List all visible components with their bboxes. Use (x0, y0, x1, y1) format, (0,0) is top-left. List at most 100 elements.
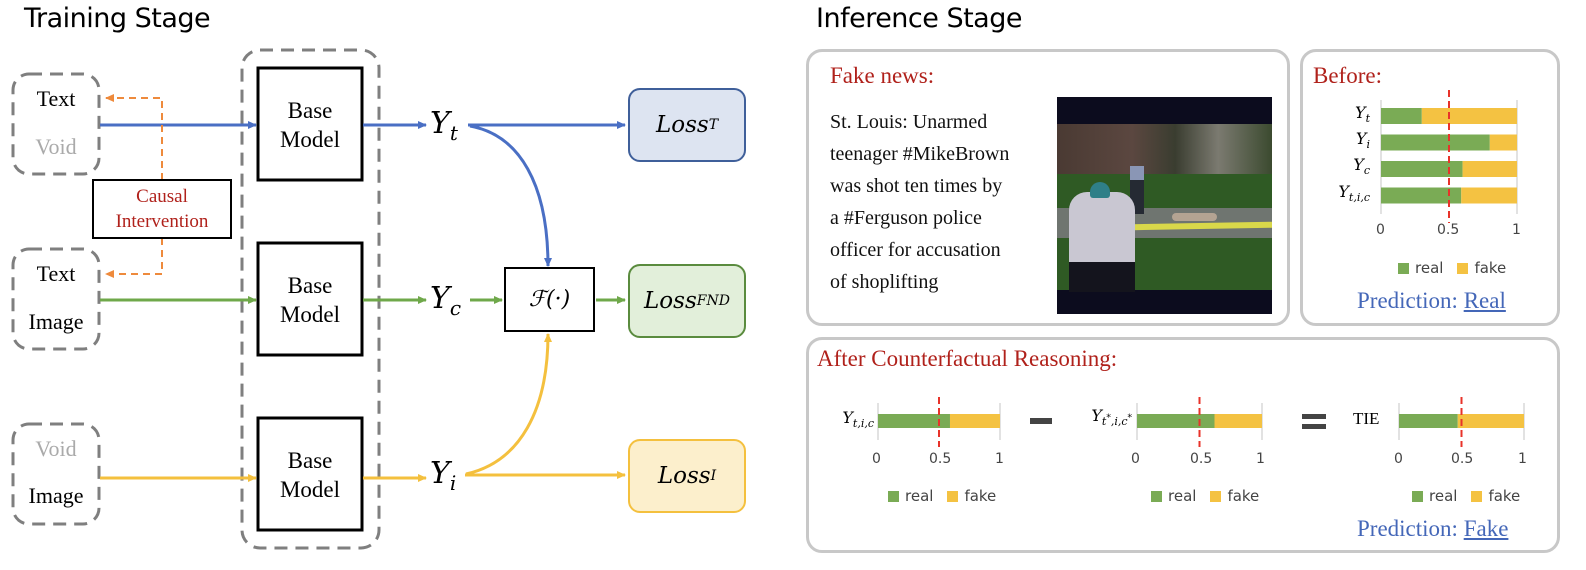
after-prediction-label: Prediction: (1357, 516, 1458, 541)
input-2-bottom-label: Image (28, 309, 84, 334)
after1-legend: real fake (888, 487, 996, 505)
news-line: was shot ten times by (830, 175, 1003, 197)
after-chart-ytic (877, 397, 1001, 447)
yi-to-fusion-curve (465, 333, 552, 476)
bar-fake (1421, 108, 1517, 124)
after1-tick-1: 1 (995, 451, 1004, 467)
legend-fake-label: fake (1474, 259, 1507, 277)
training-stage-title: Training Stage (24, 3, 211, 34)
bar-fake (1489, 134, 1517, 151)
news-line: St. Louis: Unarmed (830, 111, 988, 133)
base-model-box-2 (256, 241, 364, 357)
loss-i-base: Loss (657, 463, 711, 489)
before-ylabel-yc: Yc (1353, 155, 1370, 178)
minus-operator (1030, 418, 1052, 424)
news-photo (1057, 97, 1272, 314)
before-prediction: Prediction: Real (1357, 288, 1506, 314)
base-model-3-line1: Base (287, 448, 333, 473)
loss-t-sub: T (708, 117, 719, 133)
after3-tick-05: 0.5 (1451, 451, 1474, 467)
input-box-text-void (11, 72, 101, 176)
before-legend: real fake (1398, 259, 1506, 277)
bar-real (1381, 134, 1490, 151)
bar-real (1381, 187, 1462, 204)
legend-real-swatch (1398, 262, 1409, 274)
bar-real (878, 414, 950, 428)
yt-to-fusion-curve (469, 124, 552, 267)
after-title: After Counterfactual Reasoning: (817, 346, 1118, 371)
bar-fake (1461, 187, 1517, 204)
input-1-top-label: Text (36, 86, 76, 111)
after3-tick-0: 0 (1394, 451, 1403, 467)
output-yt: Yt (430, 106, 458, 145)
after1-tick-05: 0.5 (929, 451, 952, 467)
loss-t-base: Loss (655, 112, 709, 138)
news-line: a #Ferguson police (830, 207, 982, 229)
legend-real-label: real (1429, 487, 1458, 505)
after-prediction-value[interactable]: Fake (1463, 516, 1509, 541)
legend-real-label: real (1415, 259, 1444, 277)
equals-operator-top (1302, 414, 1326, 419)
loss-fnd-base: Loss (644, 288, 697, 314)
legend-real-swatch (1151, 490, 1162, 502)
training-diagram-lines (11, 48, 626, 550)
output-yt-sub: t (449, 121, 458, 145)
legend-fake-label: fake (1227, 487, 1260, 505)
after-chart-tstar (1136, 397, 1263, 447)
output-yc-symbol: Y (430, 281, 450, 316)
bar-real (1137, 414, 1215, 428)
photo-figure-ground (1172, 213, 1217, 221)
fake-news-title: Fake news: (830, 63, 935, 88)
photo-officer-shirt (1130, 166, 1144, 180)
causal-intervention-line1: Causal (136, 186, 188, 207)
legend-real-swatch (1412, 490, 1423, 502)
after-prediction: Prediction: Fake (1357, 516, 1508, 542)
photo-bystander-cap (1090, 182, 1110, 198)
output-yi-symbol: Y (430, 456, 450, 491)
news-line: of shoplifting (830, 271, 939, 293)
output-yi-sub: i (449, 471, 457, 495)
after1-tick-0: 0 (872, 451, 881, 467)
output-yi: Yi (430, 456, 456, 495)
legend-real-label: real (1168, 487, 1197, 505)
legend-real-label: real (905, 487, 934, 505)
input-box-void-image (11, 422, 101, 526)
after-ylabel-tie: TIE (1353, 409, 1380, 428)
legend-fake-swatch (1471, 490, 1483, 502)
after3-tick-1: 1 (1518, 451, 1527, 467)
fusion-function-label: ℱ(·) (528, 287, 571, 312)
causal-intervention-label: Causal Intervention (93, 184, 231, 234)
photo-buildings (1057, 124, 1272, 174)
input-3-top-label: Void (35, 436, 77, 461)
legend-fake-swatch (1457, 262, 1469, 274)
after3-legend: real fake (1412, 487, 1520, 505)
legend-fake-swatch (947, 490, 959, 502)
after-chart-tie (1398, 397, 1525, 447)
base-model-box-3 (256, 416, 364, 532)
legend-real-swatch (888, 490, 899, 502)
loss-i-sub: I (710, 468, 717, 484)
base-model-3-line2: Model (279, 477, 341, 502)
legend-fake-label: fake (1488, 487, 1521, 505)
output-yc-sub: c (449, 296, 462, 320)
base-model-1-line1: Base (287, 98, 333, 123)
intervention-arrow-to-text-void (105, 94, 163, 180)
photo-bystander-legs (1069, 262, 1135, 292)
input-2-top-label: Text (36, 261, 76, 286)
input-1-bottom-label: Void (35, 134, 77, 159)
legend-fake-swatch (1210, 490, 1222, 502)
after-panel (806, 337, 1560, 553)
news-line: officer for accusation (830, 239, 1001, 261)
before-chart (1380, 90, 1518, 223)
fake-news-text: St. Louis: Unarmed teenager #MikeBrown w… (830, 106, 1009, 298)
after-ylabel-tstar: Yt*,i,c* (1091, 406, 1132, 429)
bar-fake (1214, 414, 1262, 428)
bar-fake (949, 414, 1000, 428)
before-title: Before: (1313, 63, 1382, 88)
before-prediction-value[interactable]: Real (1463, 288, 1506, 313)
